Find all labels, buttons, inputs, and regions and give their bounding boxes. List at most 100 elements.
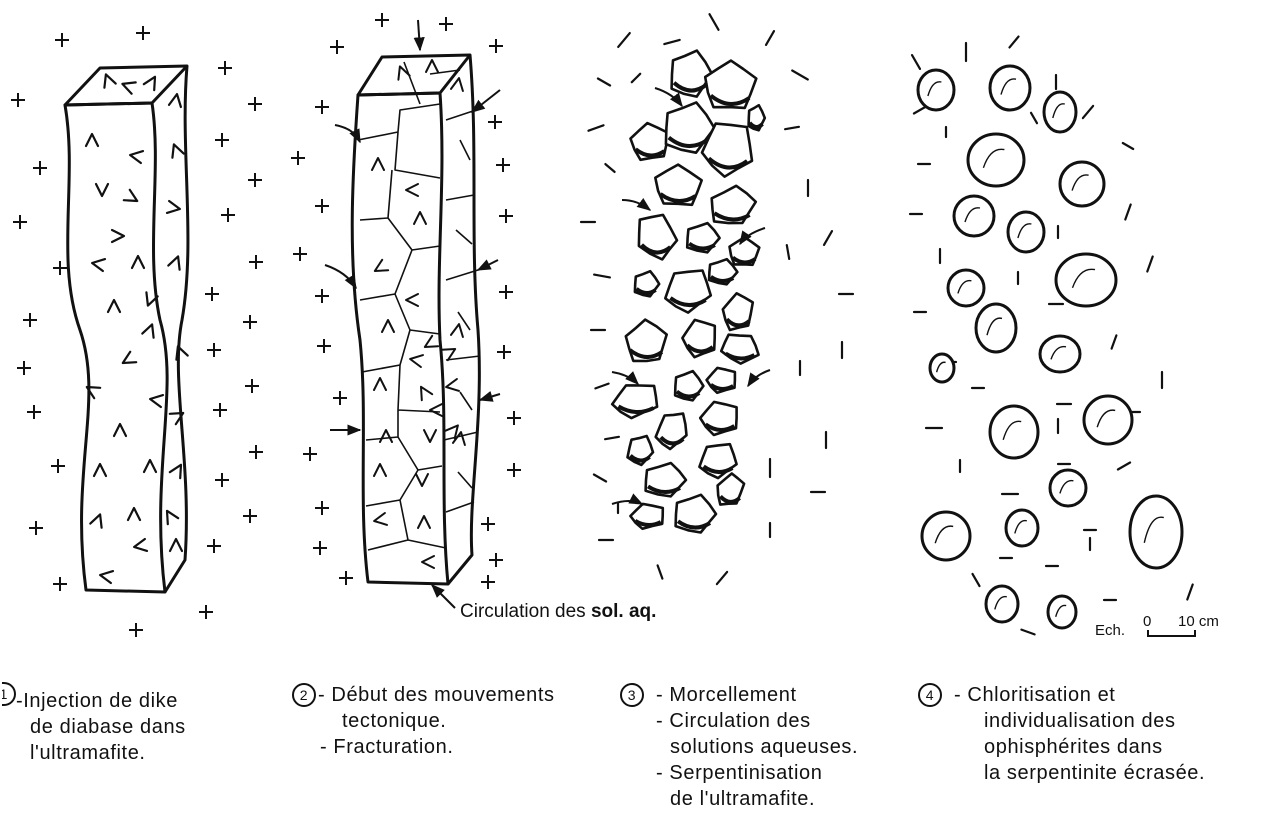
stage-3-caption: 3- Morcellement - Circulation des soluti… <box>620 682 858 812</box>
circulation-label: Circulation des sol. aq. <box>460 601 656 622</box>
scale-line <box>1148 630 1195 636</box>
stage-2-caption: 2- Début des mouvements tectonique. - Fr… <box>292 682 555 760</box>
texture-v-mark <box>124 190 137 201</box>
dash-mark <box>973 574 980 586</box>
texture-v-mark <box>94 464 106 476</box>
texture-v-mark <box>170 539 182 551</box>
texture-v-mark <box>410 355 423 367</box>
texture-v-mark <box>168 256 179 269</box>
ophispherite-nodule <box>990 406 1038 458</box>
dash-mark <box>618 33 630 47</box>
plus-mark <box>207 539 221 553</box>
plus-mark <box>499 285 513 299</box>
dash-mark <box>787 245 789 259</box>
texture-v-mark <box>144 77 155 90</box>
texture-v-mark <box>100 571 113 583</box>
dash-mark <box>1031 113 1037 123</box>
texture-v-mark <box>374 513 387 525</box>
ophispherite-nodule <box>1048 596 1076 628</box>
ophispherite-nodule <box>1084 396 1132 444</box>
dash-mark <box>589 125 604 130</box>
texture-v-mark <box>426 60 438 72</box>
ophispherite-nodule <box>1050 470 1086 506</box>
stage-4-line-3: ophisphérites dans <box>918 734 1205 760</box>
plus-mark <box>199 605 213 619</box>
plus-mark <box>333 391 347 405</box>
ophispherite-nodule <box>1006 510 1038 546</box>
plus-mark <box>481 575 495 589</box>
dash-mark <box>595 384 608 389</box>
texture-v-mark <box>90 514 101 527</box>
dash-mark <box>664 40 679 44</box>
stage-1-line-3: l'ultramafite. <box>2 740 186 766</box>
dash-mark <box>1187 585 1192 600</box>
plus-mark <box>315 100 329 114</box>
plus-mark <box>213 403 227 417</box>
ophispherite-nodule <box>930 354 954 382</box>
plus-mark <box>339 571 353 585</box>
plus-mark <box>291 151 305 165</box>
texture-v-mark <box>421 387 432 400</box>
stage-3-line-1: - Morcellement <box>656 684 797 706</box>
dash-mark <box>792 71 808 80</box>
stage-3-line-5: de l'ultramafite. <box>620 786 858 812</box>
scale-start-label: 0 <box>1143 613 1151 630</box>
dash-mark <box>1021 630 1034 635</box>
dash-mark <box>594 475 606 482</box>
plus-mark <box>207 343 221 357</box>
texture-v-mark <box>92 259 105 271</box>
ophispherite-nodule <box>922 512 970 560</box>
dash-mark <box>605 164 614 172</box>
plus-mark <box>499 209 513 223</box>
dash-mark <box>710 14 719 30</box>
plus-mark <box>248 97 262 111</box>
texture-v-mark <box>430 404 442 416</box>
stage-2-line-2: tectonique. <box>292 708 555 734</box>
texture-v-mark <box>406 184 418 196</box>
dash-mark <box>658 565 663 578</box>
stage-4-caption: 4- Chloritisation et individualisation d… <box>918 682 1205 786</box>
dash-mark <box>1112 335 1117 348</box>
ophispherite-nodule <box>954 196 994 236</box>
stage-2-line-1: - Début des mouvements <box>318 684 555 706</box>
plus-mark <box>313 541 327 555</box>
stage-2-line-3: - Fracturation. <box>292 734 555 760</box>
stage-1-line-1: -Injection de dike <box>16 690 178 712</box>
texture-v-mark <box>167 511 178 524</box>
ophispherite-nodule <box>1056 254 1116 306</box>
plus-mark <box>496 158 510 172</box>
stage-1-dike-drawing <box>11 26 263 637</box>
texture-v-mark <box>104 74 115 87</box>
stage-1-number: 1 <box>2 682 16 706</box>
plus-mark <box>248 173 262 187</box>
diabase-texture-marks <box>86 74 188 583</box>
texture-v-mark <box>130 151 143 163</box>
dash-mark <box>1147 257 1152 272</box>
plus-mark <box>13 215 27 229</box>
stage-3-line-4: - Serpentinisation <box>620 760 858 786</box>
dash-mark <box>594 275 610 278</box>
ophispherite-nodule <box>918 70 954 110</box>
plus-mark <box>129 623 143 637</box>
plus-mark <box>29 521 43 535</box>
texture-v-mark <box>414 212 426 224</box>
texture-v-mark <box>424 430 436 442</box>
dash-mark <box>598 79 610 86</box>
plus-mark <box>221 208 235 222</box>
texture-v-mark <box>406 294 418 306</box>
dash-mark <box>605 437 619 439</box>
dash-mark <box>632 74 640 82</box>
stage-2-fractured-dike-drawing <box>291 13 521 608</box>
ophispherite-nodule <box>986 586 1018 622</box>
texture-v-mark <box>446 425 458 438</box>
texture-v-mark <box>382 320 394 332</box>
texture-v-mark <box>108 300 120 312</box>
plus-mark <box>507 411 521 425</box>
plus-mark <box>51 459 65 473</box>
diabase-fragments <box>612 51 765 533</box>
texture-v-mark <box>451 324 463 337</box>
diabase-fragment <box>705 61 756 108</box>
plus-mark <box>53 577 67 591</box>
plus-mark <box>249 445 263 459</box>
plus-mark <box>205 287 219 301</box>
